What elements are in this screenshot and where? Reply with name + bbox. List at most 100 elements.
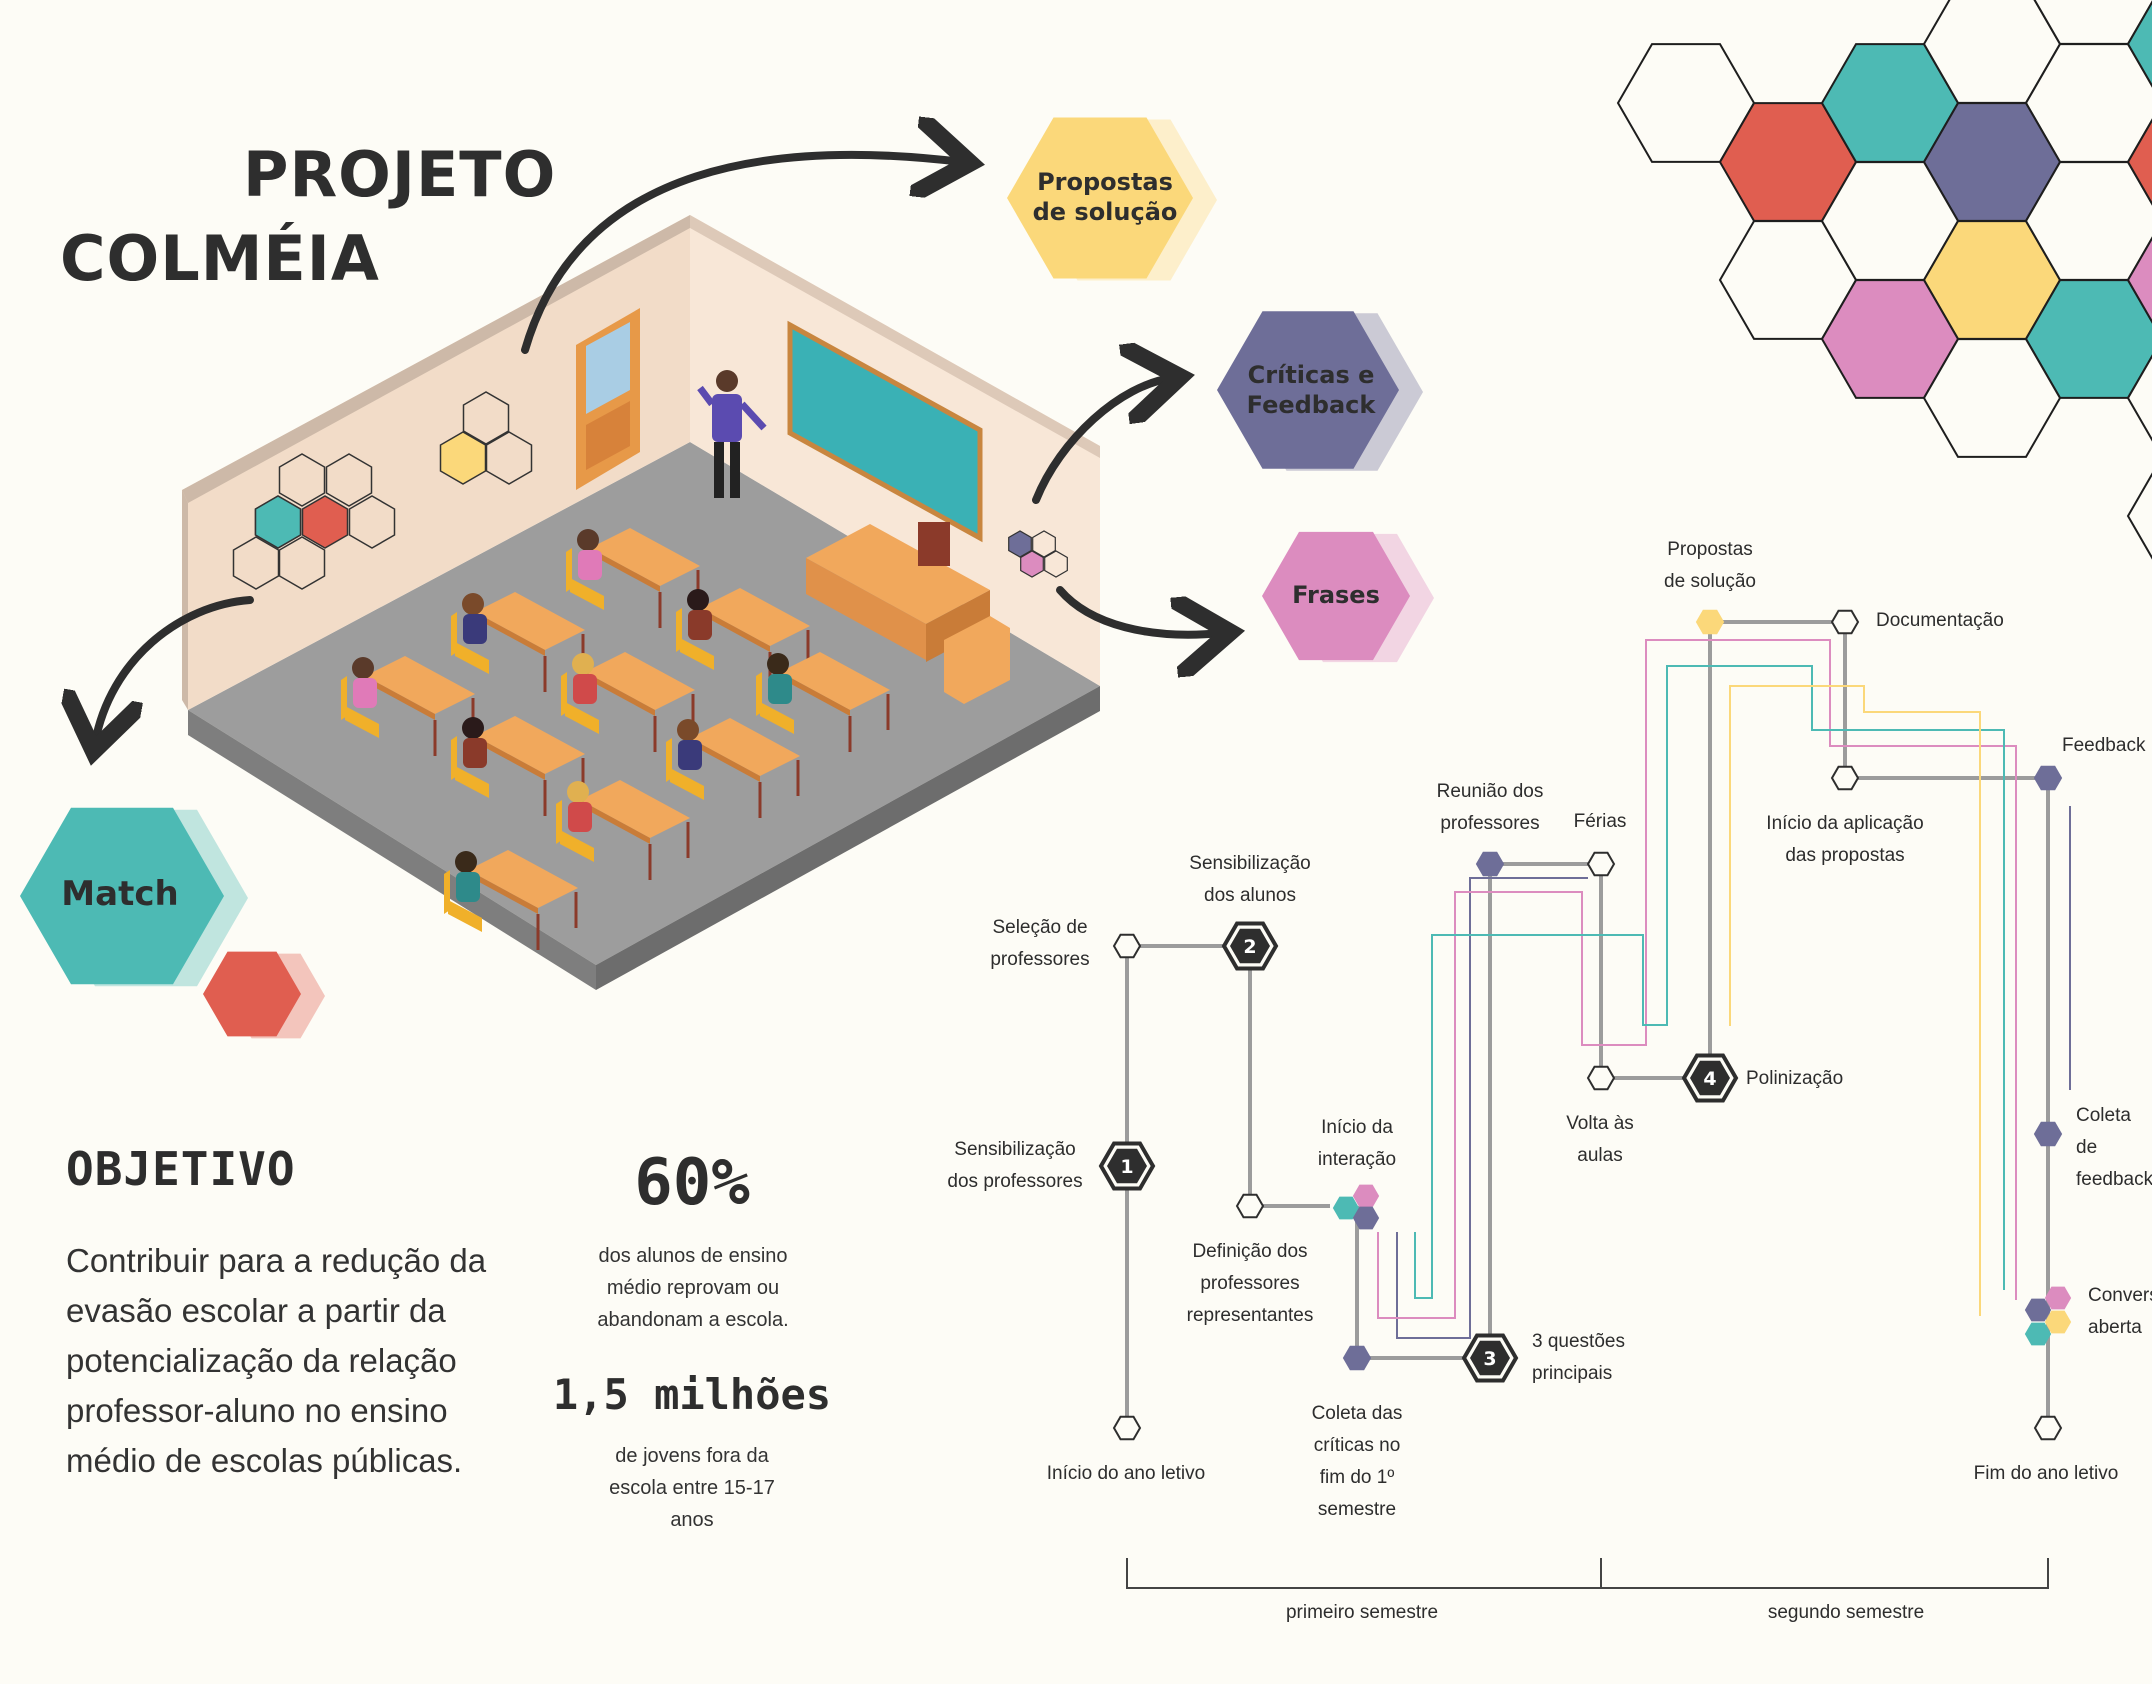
label-documentacao: Documentação	[1876, 610, 2004, 631]
timeline-diagram: 1 2 3 4	[1098, 609, 2072, 1589]
node-volta	[1586, 1065, 1616, 1091]
step-number: 4	[1703, 1068, 1716, 1090]
honeycomb-cell	[2126, 0, 2152, 88]
arrow-to-frases	[1056, 586, 1222, 635]
hex-label-propostas: Propostas de solução	[1032, 168, 1178, 226]
student-desk	[566, 528, 700, 628]
stat-value-2: 1,5 milhões	[552, 1370, 832, 1419]
blackboard	[787, 320, 983, 543]
label-inicio-aplicacao: Início da aplicação das propostas	[1766, 813, 1924, 866]
teacher-desk	[806, 522, 1010, 704]
student-desk	[444, 850, 578, 950]
label-polinizacao: Polinização	[1746, 1068, 1844, 1089]
hex-label-frases: Frases	[1292, 581, 1380, 609]
wall-hex	[348, 495, 396, 549]
student-desk	[666, 718, 800, 818]
stat-desc-2: de jovens fora da escola entre 15-17 ano…	[609, 1445, 775, 1531]
wall-hex	[1044, 550, 1068, 578]
label-propostas: Propostas de solução	[1664, 539, 1756, 592]
arrow-to-propostas	[521, 155, 962, 354]
label-sens-prof: Sensibilização dos professores	[947, 1139, 1083, 1192]
hex-frases	[1262, 531, 1434, 663]
hex-label-match: Match	[61, 874, 179, 914]
node-propostas	[1695, 609, 1725, 635]
label-fim-ano: Fim do ano letivo	[1973, 1463, 2119, 1484]
honeycomb-cell	[2126, 236, 2152, 324]
honeycomb-cell	[2126, 118, 2152, 206]
wall-hex	[462, 391, 510, 445]
semester-1-label: primeiro semestre	[1285, 1602, 1439, 1623]
wall-hex	[1020, 550, 1044, 578]
node-conversa-purple	[2024, 1298, 2052, 1322]
label-reuniao: Reunião dos professores	[1436, 781, 1544, 834]
wall-hex	[439, 431, 487, 485]
label-volta: Volta às aulas	[1566, 1113, 1634, 1166]
node-documentacao	[1830, 609, 1860, 635]
hex-label-criticas: Críticas e Feedback	[1246, 361, 1376, 419]
wall-hex	[1032, 530, 1056, 558]
honeycomb-cell	[2126, 472, 2152, 560]
node-selecao	[1112, 933, 1142, 959]
timeline-path-1	[1125, 944, 1330, 1428]
node-interacao-teal	[1332, 1196, 1360, 1220]
student-desk	[341, 656, 475, 756]
label-ferias: Férias	[1573, 811, 1627, 832]
step-number: 3	[1483, 1348, 1496, 1370]
student-desk	[561, 652, 695, 752]
hex-propostas	[1007, 117, 1217, 281]
node-inicio-ano	[1112, 1415, 1142, 1441]
objetivo-heading: OBJETIVO	[66, 1142, 296, 1196]
honeycomb-cell	[1922, 338, 2062, 458]
node-conversa-pink	[2044, 1286, 2072, 1310]
node-conversa-yellow	[2044, 1310, 2072, 1334]
wall-hex	[232, 536, 280, 590]
left-wall	[182, 215, 690, 710]
honeycomb-decoration	[1616, 0, 2152, 560]
wall-hex	[278, 536, 326, 590]
step-node-2: 2	[1221, 921, 1279, 971]
honeycomb-cell	[2126, 354, 2152, 442]
title-line-2: COLMÉIA	[60, 222, 380, 295]
arrow-to-match	[95, 596, 254, 743]
hex-criticas	[1217, 311, 1423, 471]
hex-match	[20, 807, 248, 987]
label-coleta-feedback: Coleta de feedback	[2076, 1105, 2152, 1190]
label-definicao: Definição dos professores representantes	[1186, 1241, 1314, 1326]
wall-hex	[1008, 530, 1032, 558]
objetivo-text: Contribuir para a redução da evasão esco…	[66, 1242, 487, 1479]
node-feedback	[2033, 765, 2063, 791]
wall-hex	[254, 495, 302, 549]
node-inicio-aplicacao	[1830, 765, 1860, 791]
purple-line	[1396, 877, 1588, 1339]
student-desk	[756, 652, 890, 752]
arrows	[95, 155, 1222, 743]
stat-value-1: 60%	[634, 1146, 750, 1220]
classroom-illustration	[182, 215, 1100, 990]
step-node-1: 1	[1098, 1141, 1156, 1191]
title-line-1: PROJETO	[243, 138, 557, 211]
node-coleta-criticas	[1342, 1345, 1372, 1371]
label-coleta-criticas: Coleta das críticas no fim do 1º semestr…	[1311, 1403, 1403, 1520]
pink-line	[1377, 639, 2017, 1319]
wall-hex	[485, 431, 533, 485]
student-desk	[556, 780, 690, 880]
node-interacao-pink	[1352, 1184, 1380, 1208]
category-hexagons	[20, 117, 1434, 1039]
stat-desc-1: dos alunos de ensino médio reprovam ou a…	[597, 1245, 789, 1331]
teal-line	[1414, 665, 2005, 1299]
node-interacao-purple	[1352, 1206, 1380, 1230]
node-coleta-feedback	[2033, 1121, 2063, 1147]
hex-match-small	[203, 951, 325, 1039]
teacher-figure	[697, 370, 767, 498]
label-conversa: Conversa aberta	[2088, 1285, 2152, 1338]
node-reuniao	[1475, 851, 1505, 877]
step-node-3: 3	[1461, 1333, 1519, 1383]
node-definicao	[1235, 1193, 1265, 1219]
step-number: 1	[1120, 1156, 1133, 1178]
label-sens-alunos: Sensibilização dos alunos	[1189, 853, 1311, 906]
student-desk	[451, 592, 585, 692]
semester-2-label: segundo semestre	[1767, 1602, 1925, 1623]
arrow-to-criticas	[1032, 378, 1172, 504]
node-conversa-teal	[2024, 1322, 2052, 1346]
